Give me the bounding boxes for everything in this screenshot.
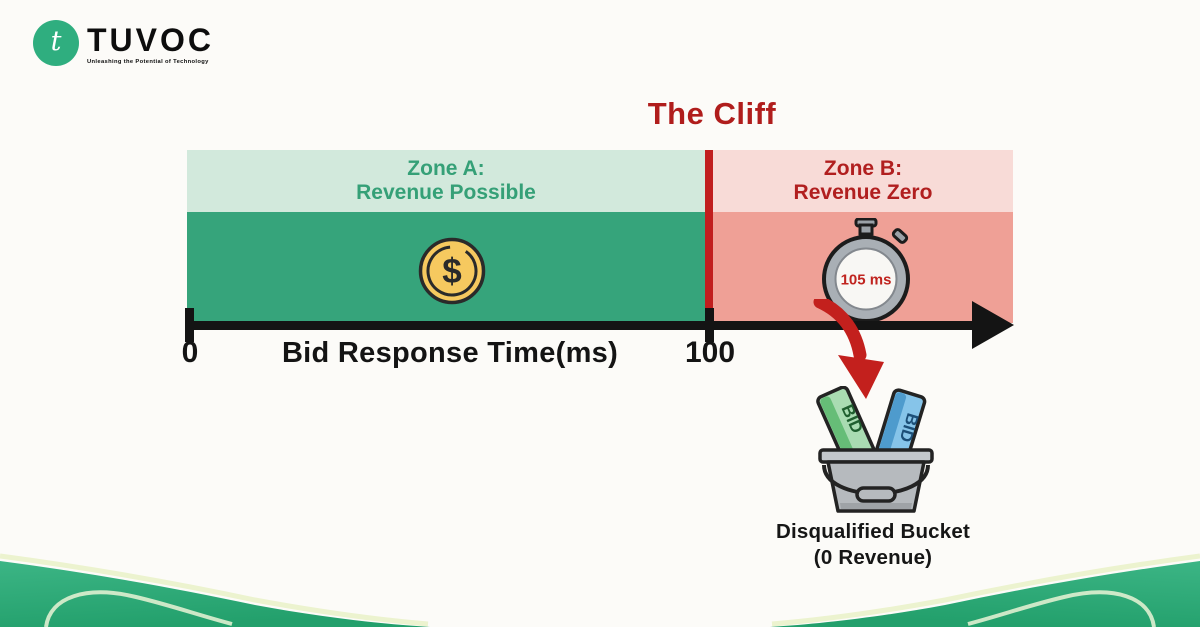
zone-a-subtitle: Revenue Possible (356, 181, 536, 204)
zone-b-header: Zone B: Revenue Zero (713, 150, 1013, 212)
cliff-divider-line (705, 150, 713, 323)
zone-b: Zone B: Revenue Zero 105 ms (713, 150, 1013, 323)
zone-a-title: Zone A: (407, 157, 485, 180)
dollar-coin-icon: $ (418, 237, 486, 305)
axis-arrowhead-icon (972, 301, 1014, 349)
bucket-caption: Disqualified Bucket (0 Revenue) (723, 519, 1023, 571)
disqualified-bucket-icon: BID BID (816, 386, 934, 513)
zone-b-title: Zone B: (823, 157, 903, 180)
wave-decoration-right (770, 553, 1200, 627)
brand-tagline: Unleashing the Potential of Technology (87, 59, 209, 65)
zone-a: Zone A: Revenue Possible $ (187, 150, 705, 323)
axis-tick-100 (705, 308, 714, 342)
bucket-caption-line2: (0 Revenue) (813, 546, 933, 569)
axis-line (185, 321, 980, 330)
coin-dollar-symbol: $ (442, 252, 461, 291)
tuvoc-logo-icon: t (33, 20, 79, 66)
timeline-band: Zone A: Revenue Possible $ Zone B: Reven… (187, 150, 1013, 323)
bucket-caption-line1: Disqualified Bucket (775, 520, 971, 543)
disqualify-arrow-icon (813, 299, 884, 399)
axis-value-cliff: 100 (684, 336, 736, 369)
logo-mark-letter: t (50, 26, 62, 57)
zone-a-header: Zone A: Revenue Possible (187, 150, 705, 212)
axis-value-start: 0 (181, 336, 199, 369)
tuvoc-logo: t TUVOC Unleashing the Potential of Tech… (33, 20, 214, 66)
zone-a-body: $ (187, 212, 705, 323)
page-title: The Cliff (647, 96, 777, 131)
stopwatch-icon: 105 ms (822, 218, 910, 323)
wave-decoration-left (0, 553, 430, 627)
axis-label: Bid Response Time(ms) (281, 337, 619, 369)
zone-b-body: 105 ms (713, 212, 1013, 323)
axis-tick-0 (185, 308, 194, 342)
stopwatch-reading: 105 ms (841, 272, 892, 289)
brand-name: TUVOC (87, 22, 214, 58)
zone-b-subtitle: Revenue Zero (793, 181, 933, 204)
